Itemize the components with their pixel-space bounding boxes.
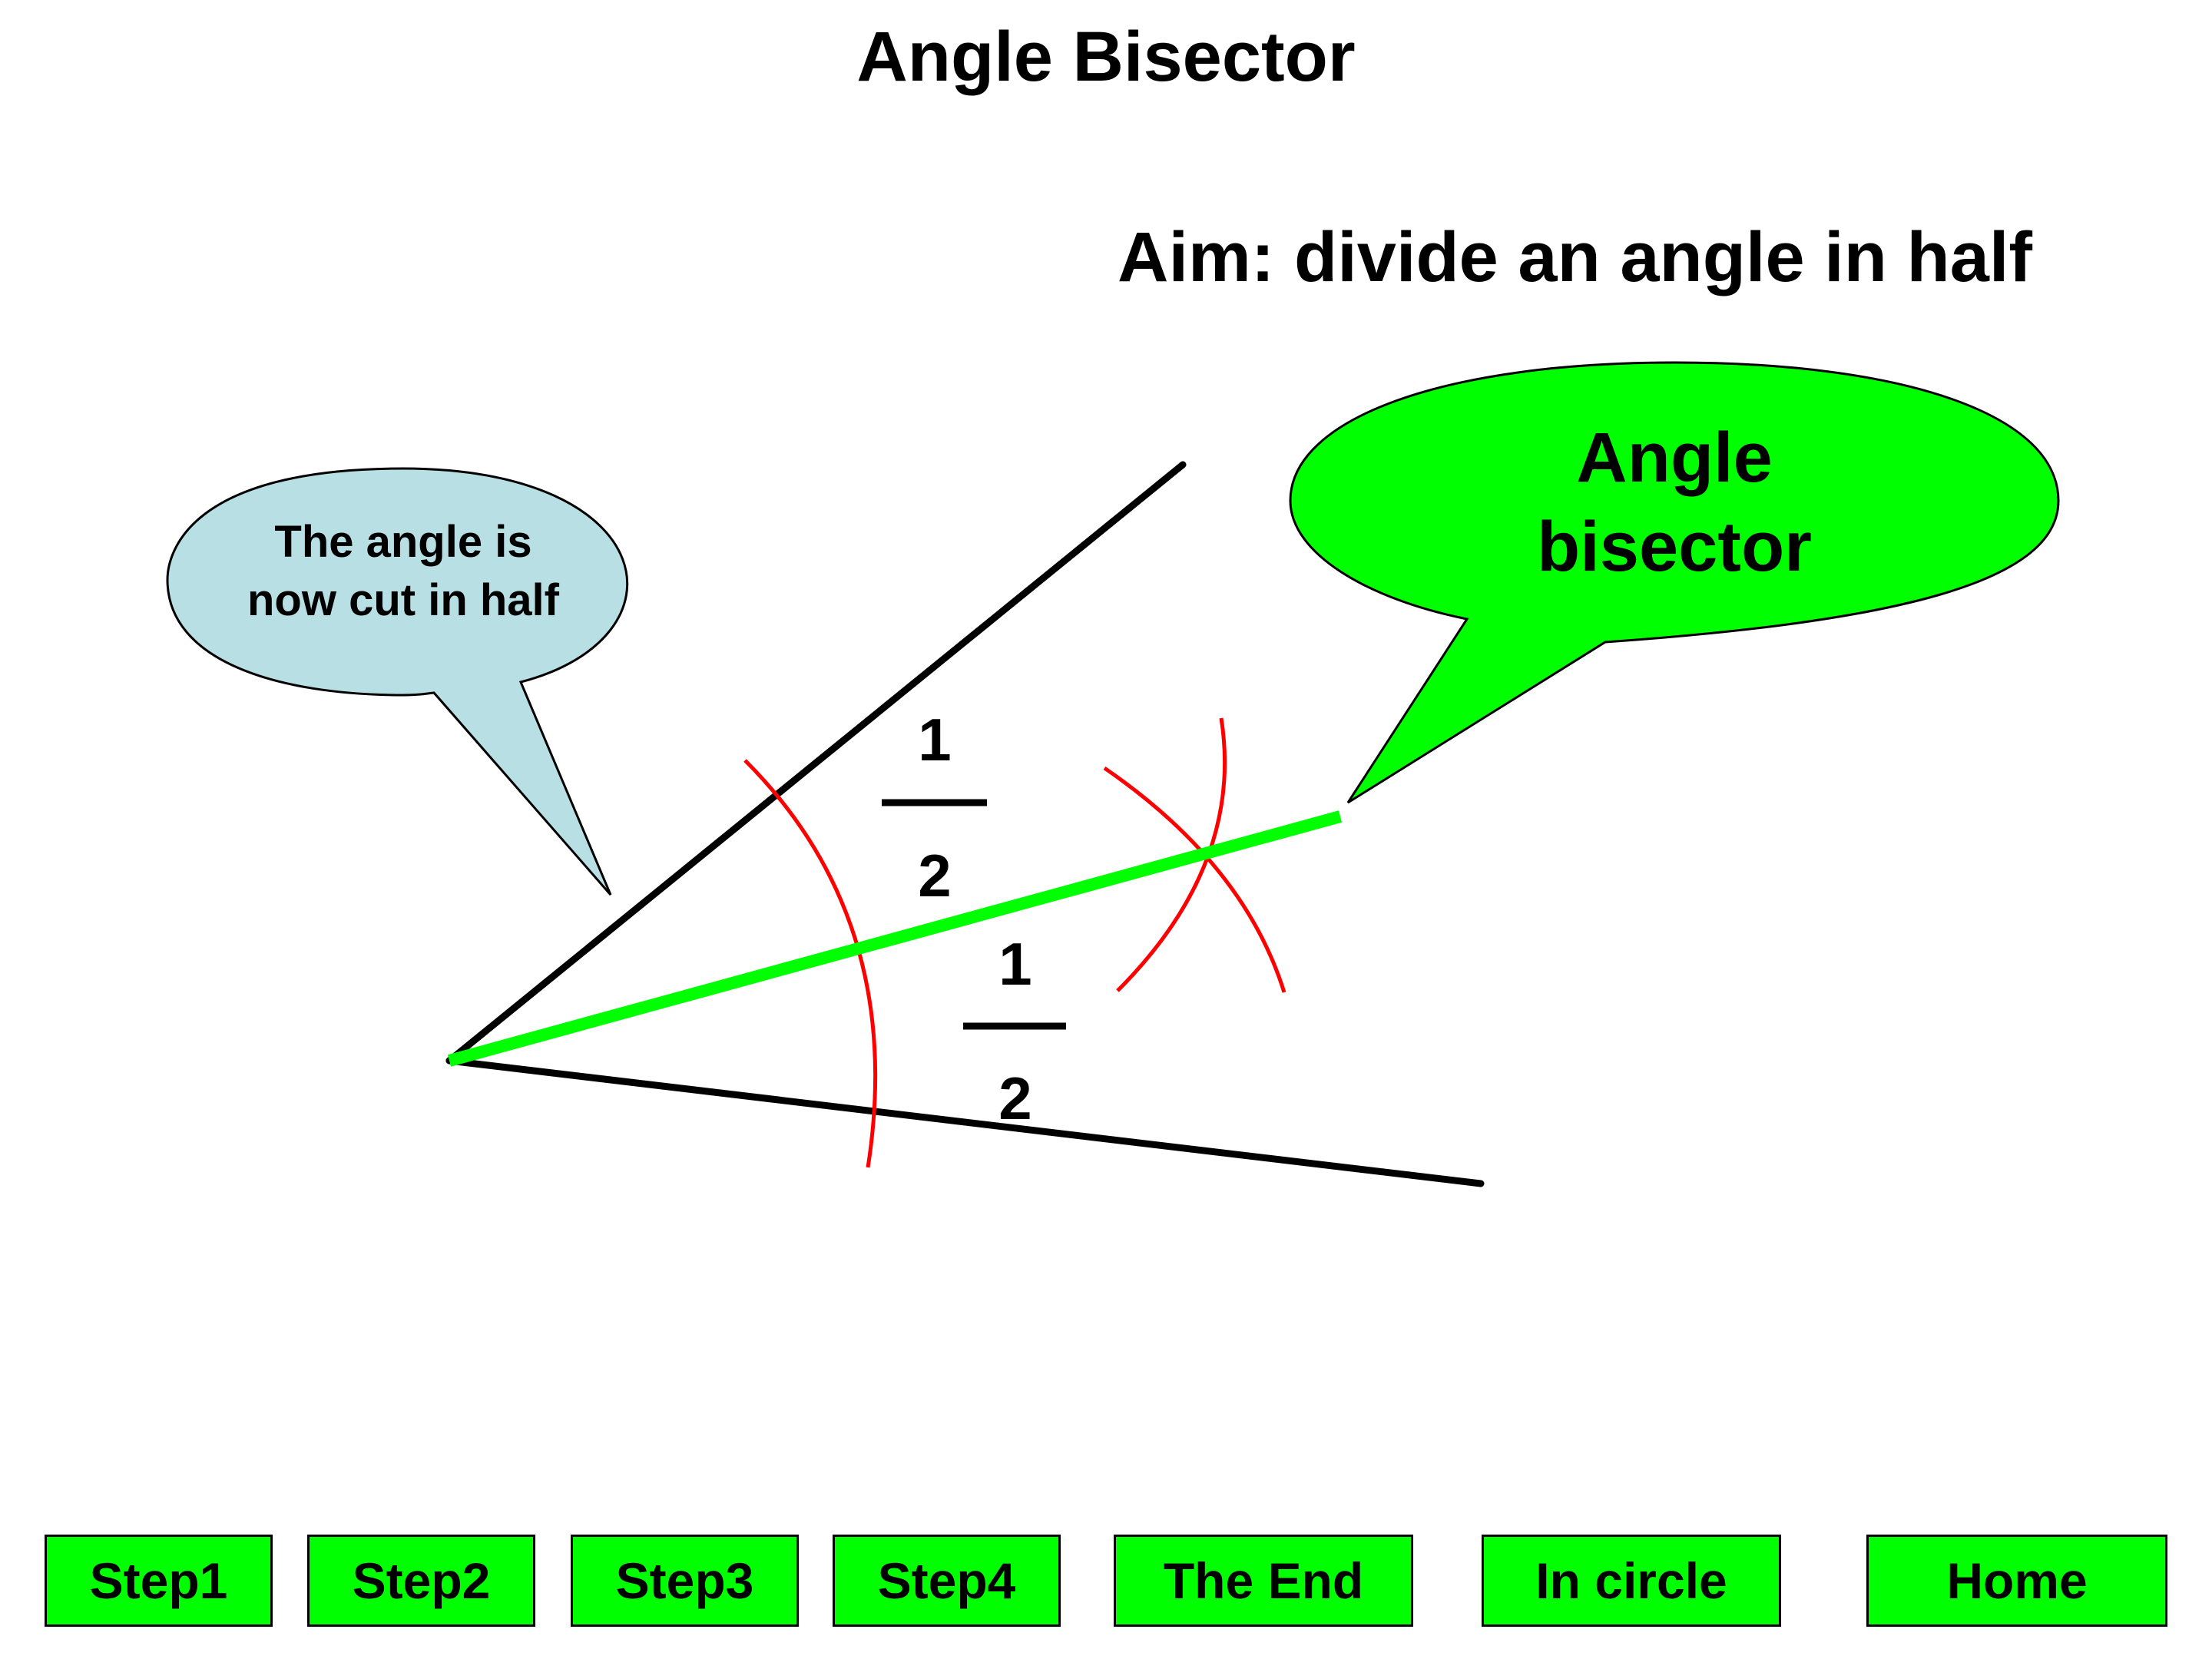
the-end-button[interactable]: The End — [1114, 1535, 1413, 1627]
page-title: Angle Bisector — [856, 18, 1356, 96]
step4-button[interactable]: Step4 — [833, 1535, 1061, 1627]
lower-arm-line — [445, 1057, 1485, 1187]
speech-bubble-left — [166, 467, 629, 896]
aim-text: Aim: divide an angle in half — [1118, 218, 2033, 296]
step3-button[interactable]: Step3 — [571, 1535, 799, 1627]
upper-arm-line — [445, 461, 1187, 1065]
speech-bubble-right — [1289, 361, 2060, 804]
fraction-lower-denominator: 2 — [998, 1065, 1032, 1132]
fraction-upper-numerator: 1 — [918, 706, 952, 773]
bubble-right-text: Angle bisector — [1537, 419, 1812, 586]
bisector-line — [447, 810, 1343, 1067]
fraction-upper-denominator: 2 — [918, 842, 952, 909]
bubble-left-text: The angle is now cut in half — [247, 517, 559, 625]
construction-arc-lower — [1103, 766, 1286, 993]
in-circle-button[interactable]: In circle — [1482, 1535, 1781, 1627]
step1-button[interactable]: Step1 — [45, 1535, 273, 1627]
fraction-lower-numerator: 1 — [998, 930, 1032, 998]
home-button[interactable]: Home — [1866, 1535, 2167, 1627]
step2-button[interactable]: Step2 — [307, 1535, 535, 1627]
